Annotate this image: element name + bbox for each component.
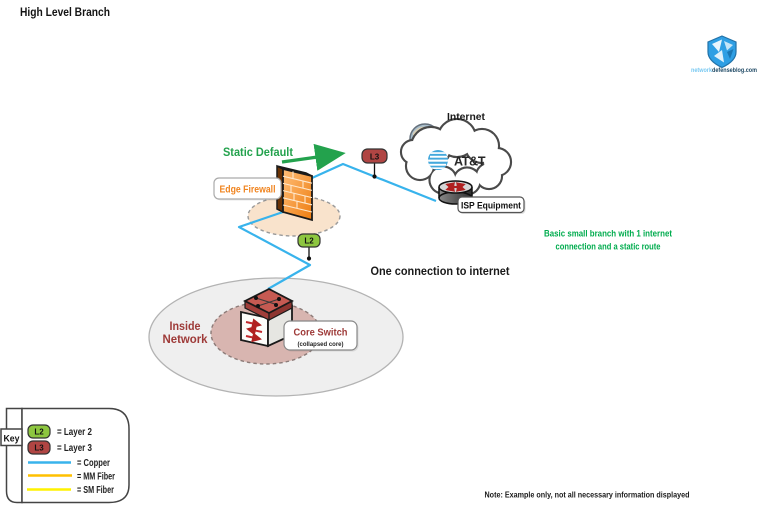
page-title: High Level Branch	[20, 5, 110, 19]
core-switch-icon	[240, 287, 294, 348]
svg-text:L2: L2	[304, 237, 314, 246]
green-note-line1: Basic small branch with 1 internet	[544, 229, 673, 240]
l2-badge: L2	[297, 233, 321, 261]
key-l3-badge	[27, 440, 51, 455]
key-l2-badge-label: L2	[34, 428, 44, 437]
site-logo: networkdefenseblog.com	[691, 35, 757, 74]
key-tab-label: Key	[4, 434, 21, 445]
edge-firewall-icon	[276, 164, 313, 222]
svg-text:Edge Firewall: Edge Firewall	[220, 185, 276, 196]
key-l3-badge-label: L3	[34, 444, 44, 453]
isp-equipment-label: ISP Equipment	[457, 196, 526, 214]
key-tab	[0, 428, 23, 447]
svg-text:L3: L3	[370, 153, 380, 162]
key-layer2-text: = Layer 2	[57, 427, 92, 438]
inside-network-label-line2: Network	[163, 334, 209, 346]
core-switch-label: Core Switch (collapsed core)	[283, 320, 359, 352]
svg-text:Core Switch: Core Switch	[294, 327, 348, 339]
key-copper-text: = Copper	[77, 458, 110, 469]
svg-text:(collapsed core): (collapsed core)	[298, 341, 344, 348]
key-sm-fiber-text: = SM Fiber	[77, 485, 114, 496]
internet-label: Internet	[447, 111, 485, 123]
key-layer3-text: = Layer 3	[57, 443, 92, 454]
green-note-line2: connection and a static route	[556, 242, 661, 253]
one-connection-label: One connection to internet	[371, 266, 510, 278]
l3-badge: L3	[361, 148, 388, 179]
edge-firewall-label: Edge Firewall	[213, 177, 283, 201]
static-default-label: Static Default	[223, 147, 293, 159]
static-default-arrow	[281, 143, 346, 171]
firewall-zone-dashed-ellipse	[247, 195, 341, 237]
key-legend: Key L2 = Layer 2 L3 = Layer 3 = Copper =…	[0, 407, 130, 504]
att-logo: AT&T	[428, 150, 486, 170]
key-mm-fiber-text: = MM Fiber	[77, 472, 115, 483]
att-label: AT&T	[454, 155, 486, 169]
inside-network-label-line1: Inside	[170, 321, 201, 333]
bottom-note: Note: Example only, not all necessary in…	[485, 490, 690, 500]
site-logo-text: networkdefenseblog.com	[691, 68, 757, 74]
internet-cloud	[399, 117, 513, 196]
copper-link-firewall-to-switch	[237, 210, 312, 290]
key-l2-badge	[27, 424, 51, 439]
svg-text:ISP Equipment: ISP Equipment	[461, 201, 522, 212]
